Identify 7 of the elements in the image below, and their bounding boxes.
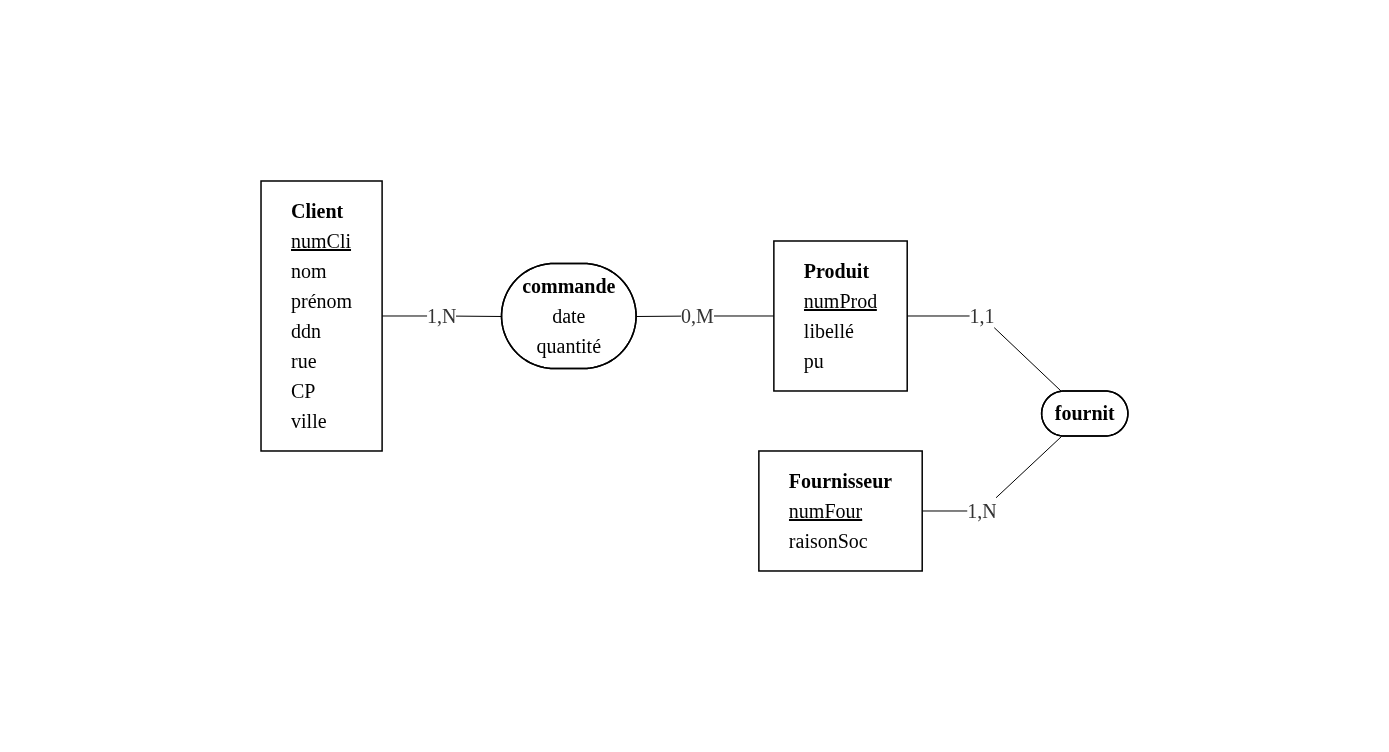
node-box: Client numCli nom prénom ddn rue CP ville <box>260 180 383 452</box>
node-box: Fournisseur numFour raisonSoc <box>758 450 923 572</box>
node-box: Produit numProd libellé pu <box>773 240 908 392</box>
edge-label: 1,N <box>967 499 997 522</box>
edge-label: 0,M <box>681 304 714 327</box>
edge-label: 1,N <box>427 304 457 327</box>
edge-label: 1,1 <box>969 304 995 327</box>
